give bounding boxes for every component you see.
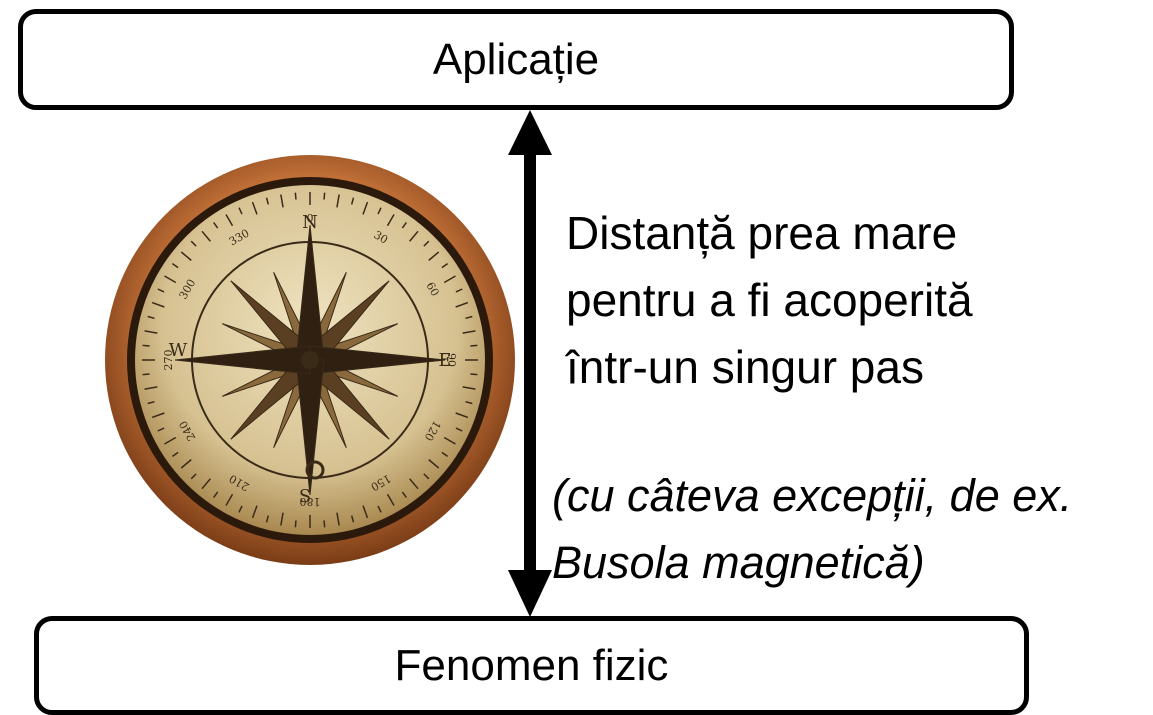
compass-tick xyxy=(225,493,234,506)
compass-tick xyxy=(190,240,197,247)
compass-west-label: W xyxy=(169,340,188,361)
compass-tick xyxy=(151,412,165,419)
compass-tick xyxy=(164,436,177,445)
arrow-head-down xyxy=(508,570,552,617)
compass-tick xyxy=(462,386,476,390)
compass-tick xyxy=(423,240,430,247)
compass-tick xyxy=(362,201,369,215)
compass-tick xyxy=(180,459,192,469)
distance-note-line-3: într-un singur pas xyxy=(566,341,924,393)
compass-tick xyxy=(151,301,165,308)
compass-south-label: S xyxy=(299,486,311,507)
distance-note-line-1: Distanță prea mare xyxy=(566,207,958,259)
compass-tick xyxy=(386,214,395,227)
compass-tick xyxy=(409,230,419,242)
compass-tick xyxy=(323,192,326,200)
compass-tick xyxy=(350,197,355,205)
compass-tick xyxy=(265,197,270,205)
double-headed-arrow xyxy=(508,110,552,617)
compass-north-label: N xyxy=(302,212,318,233)
compass-tick xyxy=(157,288,165,293)
compass-tick xyxy=(455,427,463,432)
compass-tick xyxy=(443,275,456,284)
compass-tick xyxy=(157,427,165,432)
compass-tick xyxy=(144,330,158,334)
compass-tick xyxy=(225,214,234,227)
compass-tick xyxy=(238,505,243,513)
compass-tick xyxy=(462,330,476,334)
compass-tick xyxy=(336,194,340,208)
compass-tick xyxy=(377,505,382,513)
compass-tick xyxy=(251,505,258,519)
compass-degree-label: 30 xyxy=(371,228,390,246)
compass-degree-label: 180 xyxy=(300,495,321,508)
compass-tick xyxy=(147,315,155,320)
compass-tick xyxy=(147,400,155,405)
compass-tick xyxy=(443,436,456,445)
compass-tick xyxy=(190,473,197,480)
compass-tick xyxy=(144,386,158,390)
compass-east-label: E xyxy=(438,350,451,371)
compass-tick xyxy=(470,344,478,347)
exception-note-line-2: Busola magnetică) xyxy=(552,537,925,588)
compass-tick xyxy=(377,207,382,215)
compass-tick xyxy=(441,451,449,457)
compass-tick xyxy=(180,251,192,261)
compass-tick xyxy=(280,512,284,526)
compass-tick xyxy=(238,207,243,215)
compass-degree-label: 90 xyxy=(445,353,458,367)
physical-phenomenon-label: Fenomen fizic xyxy=(394,640,669,690)
distance-note-line-2: pentru a fi acoperită xyxy=(566,274,973,326)
compass-tick xyxy=(201,478,211,490)
compass-tick xyxy=(455,288,463,293)
compass-pivot xyxy=(301,351,319,369)
compass-tick xyxy=(201,230,211,242)
compass-tick xyxy=(362,505,369,519)
exception-note-line-1: (cu câteva excepții, de ex. xyxy=(552,470,1073,521)
compass-degree-label: 270 xyxy=(162,350,175,371)
application-label: Aplicație xyxy=(432,34,600,84)
compass-tick xyxy=(465,400,473,405)
exception-note: (cu câteva excepții, de ex. Busola magne… xyxy=(552,462,1072,596)
compass-tick xyxy=(171,451,179,457)
compass-tick xyxy=(409,478,419,490)
compass-tick xyxy=(142,373,150,376)
compass-tick xyxy=(336,512,340,526)
compass-tick xyxy=(171,263,179,269)
compass-tick xyxy=(455,412,469,419)
compass-tick xyxy=(455,301,469,308)
compass-degree-label: 0 xyxy=(307,212,314,225)
arrow-shaft xyxy=(524,152,536,572)
compass-tick xyxy=(423,473,430,480)
compass-tick xyxy=(294,192,297,200)
compass-tick xyxy=(213,491,219,499)
compass-tick xyxy=(428,251,440,261)
compass-tick xyxy=(164,275,177,284)
compass-tick xyxy=(280,194,284,208)
compass-needle-ring xyxy=(305,460,325,480)
compass-tick-ring xyxy=(142,192,478,528)
arrow-head-up xyxy=(508,110,552,155)
compass-tick xyxy=(401,491,407,499)
compass-tick xyxy=(251,201,258,215)
application-box: Aplicație xyxy=(18,9,1014,110)
compass-tick xyxy=(441,263,449,269)
compass-tick xyxy=(470,373,478,376)
compass-tick xyxy=(350,515,355,523)
compass-tick xyxy=(213,221,219,229)
compass-tick xyxy=(386,493,395,506)
distance-note: Distanță prea mare pentru a fi acoperită… xyxy=(566,200,973,401)
compass-degree-label: 60 xyxy=(423,280,441,299)
compass-tick xyxy=(323,520,326,528)
compass-tick xyxy=(294,520,297,528)
compass-tick xyxy=(265,515,270,523)
compass-tick xyxy=(401,221,407,229)
compass-rose xyxy=(174,224,446,496)
compass-tick xyxy=(465,315,473,320)
compass-tick xyxy=(428,459,440,469)
physical-phenomenon-box: Fenomen fizic xyxy=(34,616,1029,715)
compass-tick xyxy=(142,344,150,347)
